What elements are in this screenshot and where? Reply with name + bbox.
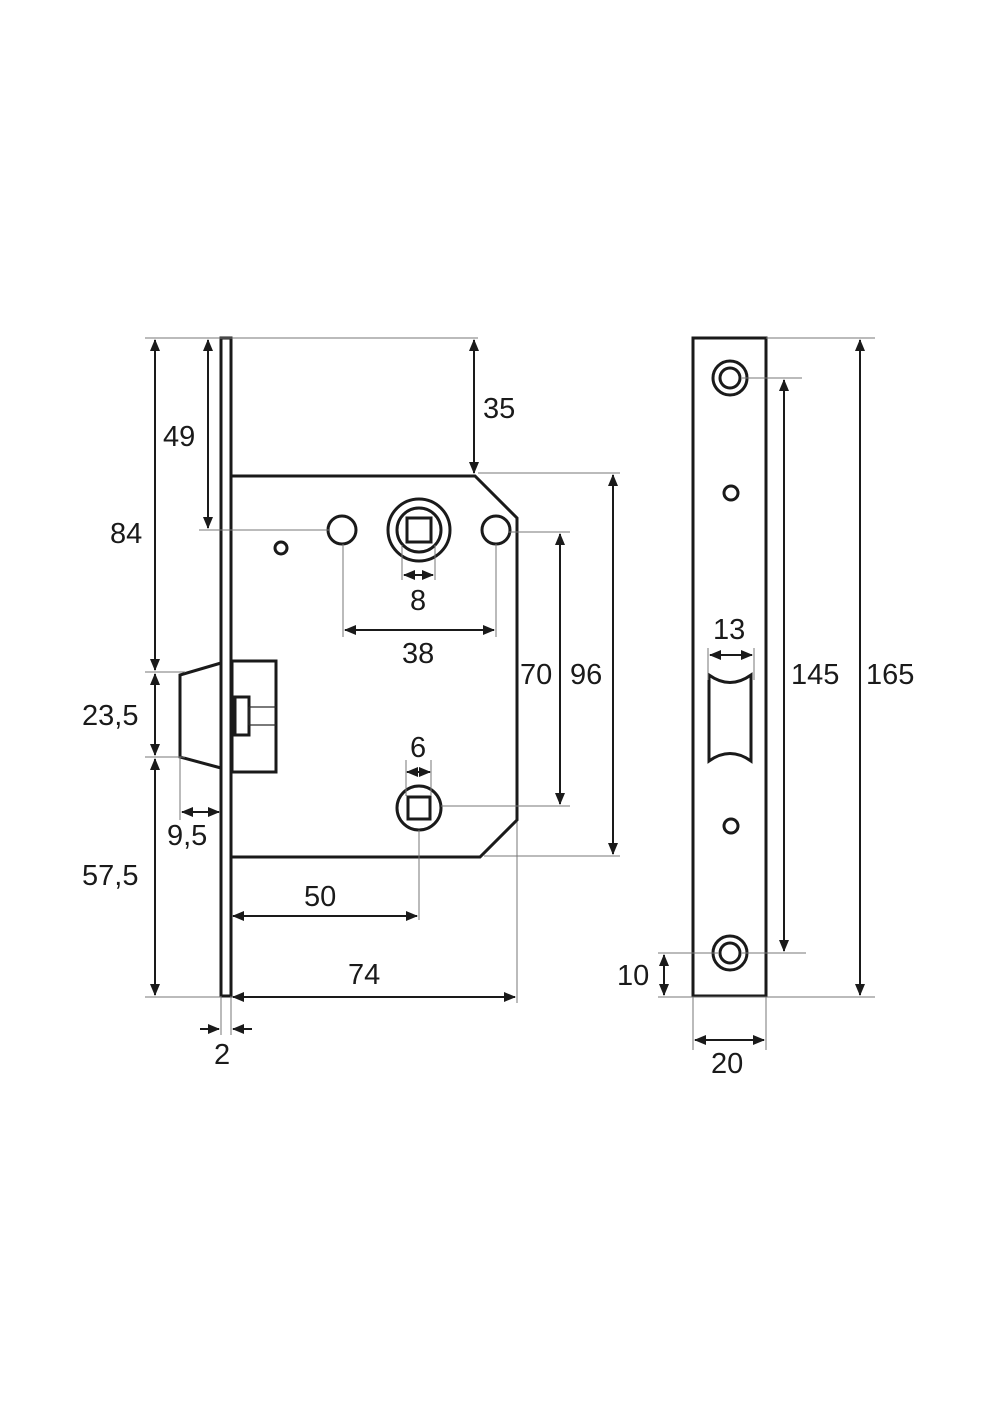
dimension-label-20: 20	[711, 1048, 743, 1080]
dimension-label-2: 2	[214, 1039, 230, 1071]
dimension-label-35: 35	[483, 393, 515, 425]
mounting-hole-left	[326, 514, 358, 546]
dimension-lines	[150, 339, 865, 1045]
dimension-label-57-5: 57,5	[82, 860, 138, 892]
small-hole-icon	[273, 540, 289, 556]
strike-plate-front-view	[691, 336, 768, 998]
latch-mechanism	[230, 659, 278, 774]
lock-body-side-view	[178, 336, 519, 998]
strike-plate	[691, 336, 768, 998]
dimension-label-96: 96	[570, 659, 602, 691]
latch-bolt	[178, 661, 222, 770]
dimension-label-165: 165	[866, 659, 914, 691]
square-turn-hole	[406, 795, 432, 821]
dimension-label-145: 145	[791, 659, 839, 691]
dimension-label-74: 74	[348, 959, 380, 991]
dimension-label-23-5: 23,5	[82, 700, 138, 732]
dimension-label-9-5: 9,5	[167, 820, 207, 852]
screw-hole-top-icon	[711, 359, 749, 397]
dimension-label-49: 49	[163, 421, 195, 453]
privacy-turn-hub	[395, 784, 443, 832]
mounting-hole-right	[480, 514, 512, 546]
dimension-label-84: 84	[110, 518, 142, 550]
dimension-label-8: 8	[410, 585, 426, 617]
dimension-label-10: 10	[617, 960, 649, 992]
small-hole-upper-icon	[722, 484, 740, 502]
screw-hole-bottom-icon	[711, 934, 749, 972]
dimension-labels: 84 49 35 23,5 9,5 57,5 8 38 70 96 6 50 7…	[82, 393, 914, 1080]
latch-slot	[707, 672, 753, 764]
square-spindle-hole	[405, 516, 433, 544]
handle-spindle-hub	[386, 497, 452, 563]
small-hole-lower-icon	[722, 817, 740, 835]
lock-case	[231, 474, 519, 859]
dimension-label-13: 13	[713, 614, 745, 646]
dimension-label-50: 50	[304, 881, 336, 913]
dimension-label-6: 6	[410, 732, 426, 764]
dimension-label-38: 38	[402, 638, 434, 670]
extension-lines	[145, 337, 875, 1050]
dimension-label-70: 70	[520, 659, 552, 691]
